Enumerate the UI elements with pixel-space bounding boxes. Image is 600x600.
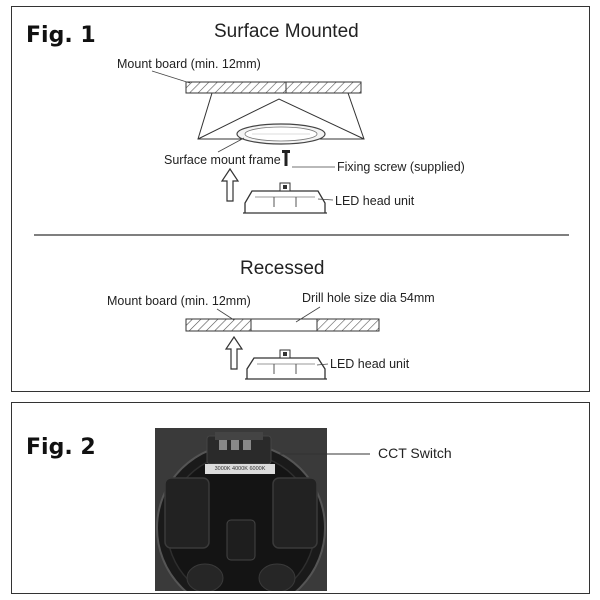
fig1-drawing bbox=[34, 70, 569, 380]
surface-led-head-leader bbox=[317, 198, 334, 201]
recessed-mount-board-leader bbox=[216, 308, 235, 321]
surface-mount-board-leader bbox=[151, 70, 191, 84]
fig2-label: Fig. 2 bbox=[26, 435, 96, 460]
surface-mount-board bbox=[185, 81, 362, 94]
fig1-label: Fig. 1 bbox=[26, 23, 96, 48]
surface-mount-frame-label: Surface mount frame bbox=[164, 153, 281, 167]
surface-mount-frame bbox=[197, 92, 365, 145]
recessed-mount-board-label: Mount board (min. 12mm) bbox=[107, 294, 251, 308]
cct-switch-label-plate: 3000K 4000K 6000K bbox=[205, 464, 275, 474]
fixing-screw-label: Fixing screw (supplied) bbox=[337, 160, 465, 174]
surface-mount-frame-leader bbox=[217, 137, 245, 153]
drill-hole-label: Drill hole size dia 54mm bbox=[302, 291, 435, 305]
recessed-up-arrow-icon bbox=[224, 335, 244, 370]
cct-switch-photo: 3000K 4000K 6000K bbox=[155, 428, 327, 591]
recessed-led-head-unit-label: LED head unit bbox=[330, 357, 410, 371]
surface-led-head-unit-label: LED head unit bbox=[335, 194, 415, 208]
recessed-led-head-leader bbox=[316, 363, 329, 366]
cct-switch-photo-drawing bbox=[156, 432, 326, 591]
surface-up-arrow-icon bbox=[220, 167, 240, 202]
recessed-heading: Recessed bbox=[240, 258, 325, 279]
drill-hole-leader bbox=[295, 306, 321, 323]
fig2-leader-drawing bbox=[280, 453, 370, 455]
recessed-led-head-unit bbox=[245, 349, 327, 380]
surface-mounted-heading: Surface Mounted bbox=[214, 21, 359, 42]
surface-led-head-unit bbox=[243, 182, 327, 214]
recessed-mount-board bbox=[185, 318, 380, 332]
fig1-panel: Fig. 1 Surface Mounted Mount board (min.… bbox=[11, 6, 590, 392]
cct-switch-label: CCT Switch bbox=[378, 445, 452, 461]
fixing-screw bbox=[282, 150, 290, 166]
fig2-panel: Fig. 2 3000K 4000K 6000K CCT Switc bbox=[11, 402, 590, 594]
cct-switch-options: 3000K 4000K 6000K bbox=[214, 466, 266, 472]
surface-mount-board-label: Mount board (min. 12mm) bbox=[117, 57, 261, 71]
